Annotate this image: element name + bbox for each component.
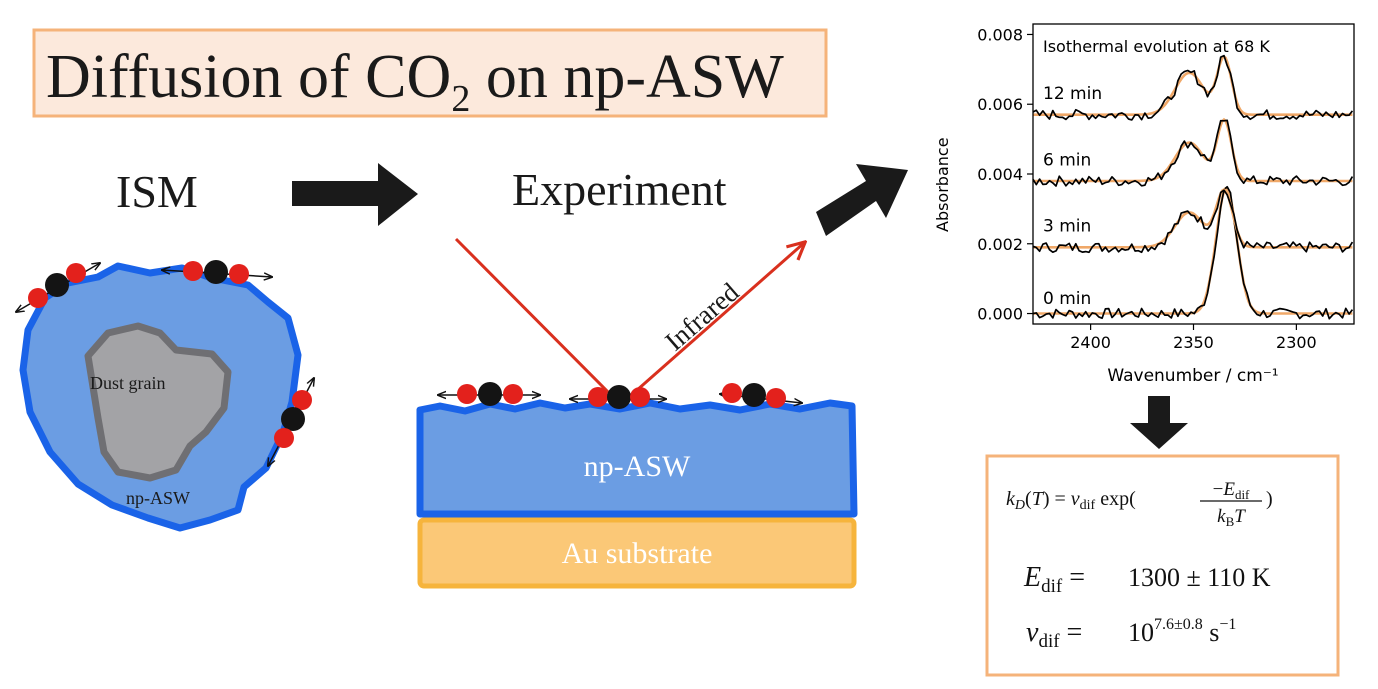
y-tick-label: 0.006 (977, 95, 1023, 114)
x-tick-label: 2400 (1070, 333, 1111, 352)
series-label: 3 min (1043, 217, 1091, 237)
spectrum-line (1032, 54, 1354, 121)
np-asw-layer-label: np-ASW (584, 450, 691, 483)
co2-molecule (570, 385, 666, 409)
series-label: 6 min (1043, 150, 1091, 170)
title-box: Diffusion of CO2 on np-ASW (32, 28, 828, 120)
activation-energy-formula: Edif = 1300 ± 110 K (1023, 562, 1271, 597)
nu-dif-base: 10 (1128, 618, 1154, 647)
ir-incident-beam (454, 237, 616, 400)
spectrum-line (1032, 185, 1354, 320)
svg-text:Edif =: Edif = (1023, 562, 1085, 597)
chart-title: Isothermal evolution at 68 K (1043, 37, 1270, 56)
y-tick-label: 0.004 (977, 165, 1023, 184)
nu-dif-unit: s (1209, 618, 1219, 647)
y-axis-label: Absorbance (933, 137, 952, 232)
x-tick-label: 2350 (1173, 333, 1214, 352)
x-tick-label: 2300 (1276, 333, 1317, 352)
fit-line (1033, 188, 1353, 249)
experiment-to-spectra-arrow (816, 164, 908, 236)
ir-reflected-beam (627, 243, 804, 400)
spectra-to-formula-arrow (1130, 396, 1188, 449)
y-tick-label: 0.002 (977, 235, 1023, 254)
co2-molecule (438, 382, 540, 406)
svg-text:−Edif: −Edif (1213, 479, 1250, 502)
spectrum-line (1032, 119, 1354, 187)
diffusion-rate-formula: kD(T) = νdif exp( −Edif kBT ) (1006, 479, 1273, 529)
co2-molecule (16, 263, 100, 312)
title-subscript: 2 (451, 78, 470, 120)
co2-molecule (162, 260, 272, 284)
page-title: Diffusion of CO2 on np-ASW (46, 43, 784, 120)
nu-dif-unit-exp: −1 (1219, 616, 1236, 633)
plot-frame (1032, 23, 1355, 325)
co2-molecule (268, 378, 314, 466)
title-prefix: Diffusion of CO (46, 43, 451, 111)
svg-text:): ) (1266, 488, 1273, 510)
y-tick-label: 0.008 (977, 25, 1023, 44)
infrared-label: Infrared (659, 277, 745, 357)
ism-to-experiment-arrow (292, 163, 418, 226)
experiment-label: Experiment (512, 164, 727, 215)
series-label: 0 min (1043, 289, 1091, 309)
np-asw-grain-label: np-ASW (126, 488, 190, 508)
title-suffix: on np-ASW (470, 43, 784, 111)
series-label: 12 min (1043, 84, 1102, 104)
ism-label: ISM (116, 166, 198, 217)
dust-grain-core (84, 322, 232, 482)
prefactor-formula: νdif = 107.6±0.8 s−1 (1026, 616, 1236, 652)
ism-grain: Dust grain np-ASW (16, 260, 314, 532)
experiment-setup: Au substrate np-ASW Infrared (416, 237, 858, 589)
nu-dif-exponent: 7.6±0.8 (1154, 616, 1203, 633)
svg-text:107.6±0.8 s−1: 107.6±0.8 s−1 (1128, 616, 1236, 647)
formula-box: kD(T) = νdif exp( −Edif kBT ) Edif = 130… (985, 454, 1340, 677)
svg-text:kD(T) = νdif exp(: kD(T) = νdif exp( (1006, 488, 1136, 513)
svg-text:νdif =: νdif = (1026, 617, 1082, 652)
chart-ticks-group: 2400 2350 2300 0.000 0.002 0.004 0.006 0.008 (977, 25, 1317, 352)
svg-text:kBT: kBT (1217, 506, 1246, 529)
x-axis-label: Wavenumber / cm⁻¹ (1107, 366, 1278, 386)
co2-molecule (720, 383, 802, 408)
au-substrate (417, 517, 857, 589)
au-substrate-label: Au substrate (562, 537, 713, 570)
e-dif-value: 1300 ± 110 K (1128, 563, 1271, 592)
spectrum-line (1032, 189, 1354, 254)
chart-series-group: 0 min 3 min 6 min 12 min (1032, 54, 1354, 320)
y-tick-label: 0.000 (977, 305, 1023, 324)
ir-spectrum-chart: 0 min 3 min 6 min 12 min 2400 2350 2300 0.000 0… (933, 23, 1355, 386)
dust-grain-label: Dust grain (90, 373, 166, 393)
